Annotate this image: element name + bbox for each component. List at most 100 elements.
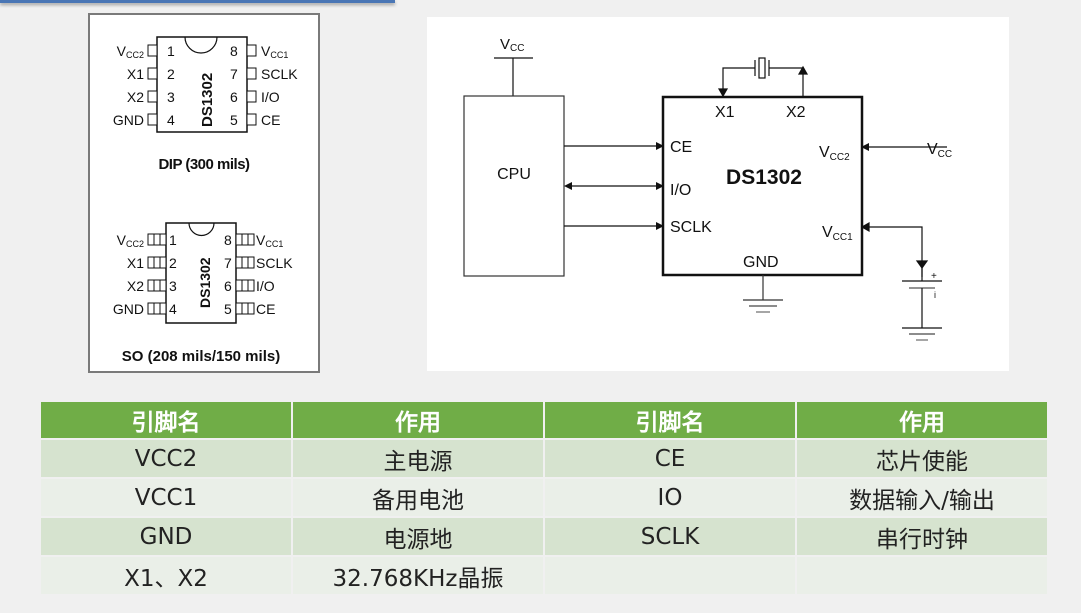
dip-pin-label: I/O	[261, 89, 280, 105]
so-pin-label: SCLK	[256, 255, 293, 271]
table-cell: 芯片使能	[797, 440, 1047, 477]
table-cell: 32.768KHz晶振	[293, 557, 543, 594]
table-row: VCC2 主电源 CE 芯片使能	[41, 440, 1047, 477]
dip-pin-label: VCC2	[117, 43, 144, 60]
dip-pin-stub	[147, 90, 158, 103]
battery-plus-label: +	[931, 271, 937, 282]
pinout-diagram: 1 2 3 4 8 7 6 5 DS1302 VCC2 X1 X2 GND VC…	[113, 36, 298, 365]
table-cell: 主电源	[293, 440, 543, 477]
table-cell: 串行时钟	[797, 518, 1047, 555]
dip-right-pins	[246, 44, 257, 126]
circuit-panel: VCC CPU DS1302 CE I/O SCLK X1 X2 GND VCC…	[427, 17, 1009, 371]
dip-pin-number: 3	[167, 89, 175, 105]
cpu-vcc-label: VCC	[500, 36, 524, 54]
dip-package: 1 2 3 4 8 7 6 5 DS1302 VCC2 X1 X2 GND VC…	[113, 36, 298, 173]
dip-pin-label: SCLK	[261, 66, 298, 82]
dip-pin-label: VCC1	[261, 43, 288, 60]
dip-pin-number: 2	[167, 66, 175, 82]
ds1302-block	[661, 95, 864, 277]
so-chip-name: DS1302	[197, 257, 213, 308]
so-pin-label: VCC2	[117, 232, 144, 249]
so-pin-number: 1	[169, 232, 177, 248]
table-cell: 备用电池	[293, 479, 543, 516]
header-pin-name: 引脚名	[545, 402, 795, 438]
battery-minus-label: i	[934, 290, 936, 300]
dip-notch	[184, 36, 218, 54]
title-bar-accent	[0, 0, 395, 3]
cpu-vcc-supply: VCC	[494, 36, 533, 96]
so-pin-number: 5	[224, 301, 232, 317]
so-package: 1 2 3 4 8 7 6 5 DS1302 VCC2 X1 X2 GND VC…	[113, 222, 293, 365]
header-pin-name: 引脚名	[41, 402, 291, 438]
table-cell: SCLK	[545, 518, 795, 555]
table-cell	[797, 557, 1047, 594]
table-cell: 电源地	[293, 518, 543, 555]
battery-ground-icon	[902, 327, 942, 341]
pin-function-table: 引脚名 作用 引脚名 作用 VCC2 主电源 CE 芯片使能 VCC1 备用电池…	[39, 400, 1049, 596]
pinout-panel: 1 2 3 4 8 7 6 5 DS1302 VCC2 X1 X2 GND VC…	[88, 13, 320, 373]
x2-pin-label: X2	[786, 104, 806, 121]
so-pin-label: VCC1	[256, 232, 283, 249]
gnd-pin-label: GND	[743, 254, 779, 271]
so-pin-label: X2	[127, 278, 144, 294]
dip-pin-stub	[246, 90, 257, 103]
so-pin-number: 2	[169, 255, 177, 271]
cpu-block	[463, 95, 565, 277]
dip-caption: DIP (300 mils)	[158, 156, 250, 173]
so-pin-number: 3	[169, 278, 177, 294]
sclk-pin-label: SCLK	[670, 219, 712, 236]
table-cell: 数据输入/输出	[797, 479, 1047, 516]
so-pin-label: X1	[127, 255, 144, 271]
dip-pin-number: 5	[230, 112, 238, 128]
dip-pin-stub	[246, 113, 257, 126]
header-function: 作用	[293, 402, 543, 438]
table-cell: X1、X2	[41, 557, 291, 594]
x1-pin-label: X1	[715, 104, 735, 121]
so-caption: SO (208 mils/150 mils)	[122, 348, 280, 365]
table-row: VCC1 备用电池 IO 数据输入/输出	[41, 479, 1047, 516]
so-body	[165, 222, 237, 324]
so-pin-label: GND	[113, 301, 144, 317]
dip-left-pins	[147, 44, 158, 126]
chip-ground-icon	[743, 275, 783, 313]
so-pin-number: 4	[169, 301, 177, 317]
dip-pin-stub	[147, 44, 158, 57]
ce-pin-label: CE	[670, 139, 692, 156]
table-header-row: 引脚名 作用 引脚名 作用	[41, 402, 1047, 438]
so-right-pins	[235, 233, 255, 315]
table-cell: GND	[41, 518, 291, 555]
dip-pin-stub	[246, 44, 257, 57]
dip-pin-label: CE	[261, 112, 280, 128]
so-left-pins	[147, 233, 167, 315]
io-arrow-back	[564, 182, 572, 190]
table-cell: VCC2	[41, 440, 291, 477]
so-pin-number: 6	[224, 278, 232, 294]
dip-pin-label: X2	[127, 89, 144, 105]
dip-pin-number: 6	[230, 89, 238, 105]
table-cell: VCC1	[41, 479, 291, 516]
dip-pin-number: 7	[230, 66, 238, 82]
table-cell	[545, 557, 795, 594]
header-function: 作用	[797, 402, 1047, 438]
crystal-icon	[717, 57, 809, 98]
table-row: X1、X2 32.768KHz晶振	[41, 557, 1047, 594]
ext-vcc-label: VCC	[927, 141, 952, 160]
io-pin-label: I/O	[670, 182, 691, 199]
dip-pin-stub	[147, 67, 158, 80]
dip-pin-stub	[246, 67, 257, 80]
so-pin-label: I/O	[256, 278, 275, 294]
so-pin-number: 8	[224, 232, 232, 248]
dip-pin-stub	[147, 113, 158, 126]
so-notch	[188, 222, 215, 237]
dip-pin-label: GND	[113, 112, 144, 128]
ds1302-label: DS1302	[726, 166, 802, 189]
so-pin-label: CE	[256, 301, 275, 317]
table-cell: CE	[545, 440, 795, 477]
dip-chip-name: DS1302	[199, 73, 216, 127]
vcc2-pin-label: VCC2	[819, 144, 850, 163]
dip-pin-number: 1	[167, 43, 175, 59]
so-pin-number: 7	[224, 255, 232, 271]
dip-pin-number: 8	[230, 43, 238, 59]
table-cell: IO	[545, 479, 795, 516]
circuit-diagram: VCC CPU DS1302 CE I/O SCLK X1 X2 GND VCC…	[463, 36, 952, 341]
